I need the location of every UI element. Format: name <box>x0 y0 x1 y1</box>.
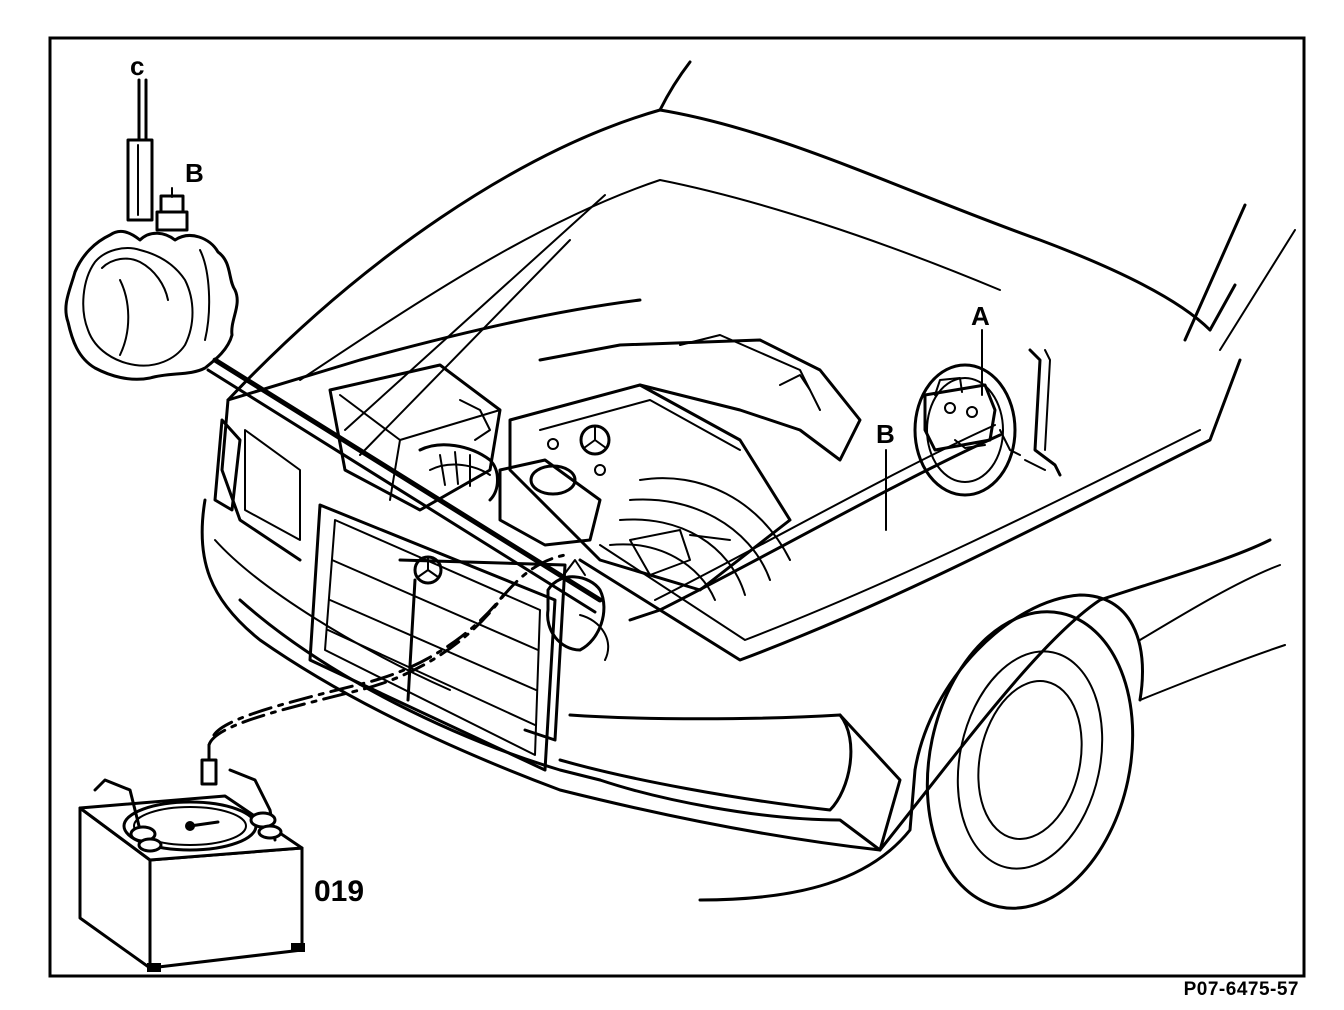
bumper-lower <box>238 598 602 782</box>
a-pillar-2 <box>1219 229 1296 351</box>
vacuum-pump-detail <box>64 78 603 614</box>
fog-light <box>558 713 853 812</box>
hood-prop-rod <box>344 194 606 431</box>
a-pillar <box>1183 203 1247 342</box>
intake-hose <box>418 443 499 502</box>
pump-housing <box>64 229 239 381</box>
diagram-frame <box>48 36 1306 978</box>
tester-hose <box>207 553 567 747</box>
side-sill <box>1139 644 1286 701</box>
oil-filler-cap <box>498 458 602 547</box>
fender-side <box>878 538 1272 852</box>
callout-c: c <box>130 51 144 81</box>
brake-booster <box>913 348 1062 497</box>
fender-line <box>578 358 1242 662</box>
hood-crease <box>299 179 1001 381</box>
callout-a-booster: A <box>971 301 990 331</box>
car-body <box>200 60 1296 902</box>
valve-cover <box>508 383 792 592</box>
vacuum-tester <box>78 743 305 972</box>
windshield-line-2 <box>1208 283 1237 332</box>
vacuum-line <box>628 433 1002 622</box>
front-wheel <box>925 610 1135 910</box>
bumper-strip <box>214 539 451 691</box>
intake-plenum <box>538 338 862 462</box>
front-apron <box>598 713 902 852</box>
figure-code: P07-6475-57 <box>1184 979 1299 1000</box>
front-bumper <box>200 498 882 852</box>
callout-b-detail: B <box>185 158 204 188</box>
engine-bay-edge <box>220 398 302 562</box>
fender-line-inner <box>599 429 1201 641</box>
callout-b-line: B <box>876 419 895 449</box>
tester-number-label: 019 <box>314 875 364 908</box>
engine-assembly <box>328 334 862 661</box>
under-skirt <box>698 768 917 902</box>
air-filter-box <box>328 363 502 512</box>
windshield-line <box>658 60 692 112</box>
hood-front-edge <box>226 298 642 402</box>
wheel-arch <box>913 593 1144 772</box>
radiator-grille <box>308 503 567 772</box>
headlight-lens <box>244 429 301 541</box>
side-body-line <box>1139 564 1281 641</box>
headlight <box>213 418 242 512</box>
hood-prop-rod-2 <box>359 239 571 456</box>
hood-outline <box>226 108 1212 402</box>
connector-hose <box>212 357 603 603</box>
